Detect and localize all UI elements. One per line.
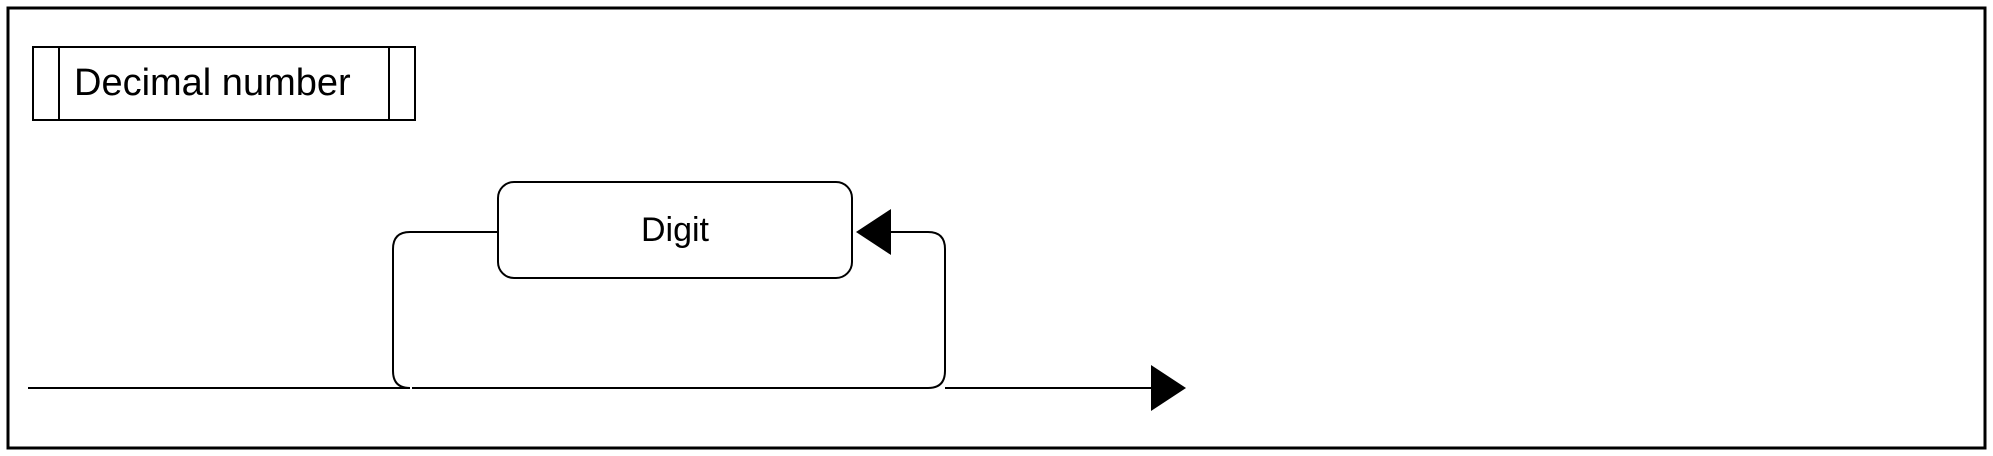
loop-left-riser — [392, 231, 500, 389]
node-digit[interactable] — [497, 181, 853, 279]
node-digit-label: Digit — [641, 211, 710, 249]
loop-back-arrow-icon — [856, 209, 891, 255]
exit-arrow-icon — [1151, 365, 1186, 411]
diagram-title: Decimal number — [74, 62, 351, 104]
loop-right-descender — [412, 231, 946, 389]
title-box — [32, 46, 416, 121]
